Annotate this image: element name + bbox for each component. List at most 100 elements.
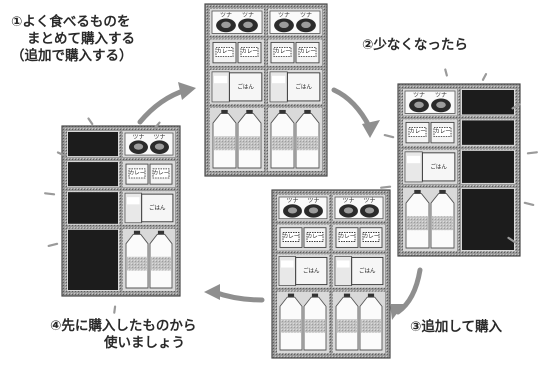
bottle-cap-icon [343,293,351,298]
arrow-shaft [395,267,423,315]
step-1-line-1: ①よく食べるものを [11,14,131,30]
bottle-cap-icon [367,293,375,298]
can-label: ツナ [307,198,319,205]
bottle-cap-icon [311,293,319,298]
spark-line [380,185,392,189]
bottle-cap-icon [279,109,286,115]
box-label: カレー [434,128,451,135]
empty-slot [462,150,514,183]
box-label: カレー [307,233,324,240]
box-label: カレー [299,48,316,55]
retort-pouch-boxes: カレーカレー [125,163,173,185]
can-label: ツナ [132,134,144,141]
empty-slot [68,132,118,157]
arrow-shaft [331,87,373,131]
retort-pouch-boxes: カレー カレー [405,121,455,144]
step-3-caption: ③追加して購入 [410,319,502,336]
canned-food-box: ツナツナ [334,196,384,220]
can-label: ツナ [413,92,425,99]
rice-packs: ごはん [278,256,328,287]
pack-label: ごはん [430,163,447,171]
step-4-line-2: 使いましょう [104,335,185,351]
retort-pouch-boxes: カレーカレー [335,227,383,248]
can-label: ツナ [278,12,290,19]
step-4-line-1: ④先に購入したものから [50,318,197,334]
bottle-cap-icon [439,189,446,195]
arrow-head-icon [178,82,196,100]
spark-line [87,117,94,126]
rice-packs: ごはん [334,256,384,287]
box-label: カレー [363,233,380,240]
box-label: カレー [129,170,146,177]
empty-slot [462,90,514,115]
arrow-shaft [137,87,189,125]
step-2-line-1: ②少なくなったら [362,37,468,53]
step-4-caption: ④先に購入したものから 使いましょう [50,318,196,352]
water-bottles [405,189,455,249]
spark-line [526,151,538,155]
can-label: ツナ [153,134,165,141]
arrow-2-to-3 [390,267,423,320]
pack-item [141,193,174,223]
bottle-cap-icon [304,109,311,115]
pack-item [286,72,321,102]
pack-label: ごはん [149,204,166,212]
spark-line [481,73,488,81]
pack-label: ごはん [237,83,254,91]
spark-line [153,121,161,129]
arrow-head-icon [390,304,404,320]
sparkle-marks [44,117,161,314]
spark-line [383,134,395,139]
pack-item [421,152,456,182]
step-2-caption: ②少なくなったら [362,37,468,54]
spark-line [511,103,521,110]
water-bottles [125,230,173,289]
box-label: カレー [339,233,356,240]
spark-line [523,201,535,206]
water-bottles [335,293,383,351]
spark-line [507,236,516,244]
pack-item [228,72,263,102]
step-1-line-2: まとめて購入する [27,31,135,47]
arrow-3-to-4 [204,284,265,303]
box-label: カレー [409,128,426,135]
bottle-cap-icon [287,293,295,298]
bottle-cap-icon [221,109,228,115]
water-bottles [270,109,320,169]
sparkle-marks [380,68,538,244]
arrow-shaft [211,289,265,303]
box-label: カレー [216,48,233,55]
empty-slot [68,162,118,187]
can-label: ツナ [435,92,447,99]
retort-pouch-boxes: カレーカレー [279,227,327,248]
canned-food-box: ツナ ツナ [278,196,328,220]
canned-food-box: ツナツナ [269,10,321,34]
empty-slot [462,188,514,250]
can-label: ツナ [286,198,298,205]
box-label: カレー [153,170,170,177]
spark-line [56,151,67,158]
bottle-cap-icon [157,230,165,236]
box-label: カレー [274,48,291,55]
rice-packs: ごはん [211,71,263,103]
canned-food-box: ツナ ツナ [404,90,456,114]
spark-line [444,68,448,77]
empty-slot [68,192,118,224]
water-bottles [279,293,327,351]
step-1-caption: ①よく食べるものを まとめて購入する （追加で購入する） [11,14,135,65]
retort-pouch-boxes: カレー カレー [270,41,320,64]
shelf-full: ツナツナツナツナカレーカレーカレーカレーごはんごはん [204,3,328,177]
pack-item [351,256,384,286]
pack-label: ごはん [303,267,320,275]
shelf-rotate: ツナ ツナカレーカレーごはん [61,125,181,297]
step-3-line-1: ③追加して購入 [410,319,503,335]
spark-line [44,192,56,196]
box-label: カレー [283,233,300,240]
canned-food-box: ツナ ツナ [124,132,174,156]
can-label: ツナ [363,198,375,205]
bottle-cap-icon [246,109,253,115]
step-1-line-3: （追加で購入する） [11,48,133,64]
